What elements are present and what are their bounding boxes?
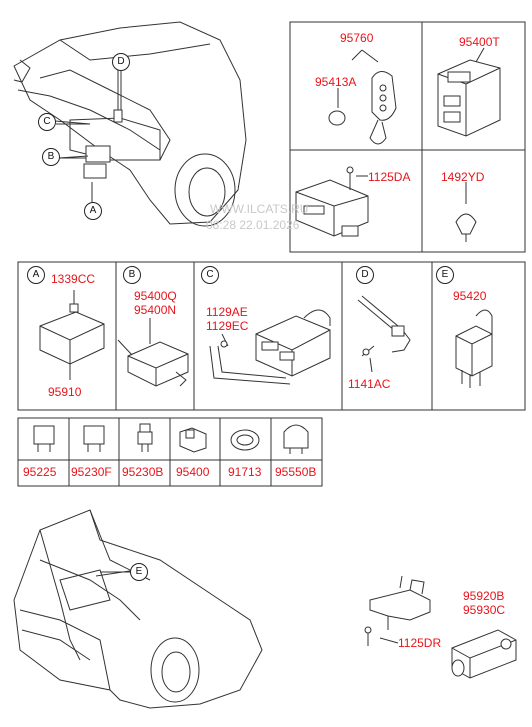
part-1125DR-label[interactable]: 1125DR xyxy=(398,636,442,650)
sensor-1141AC-illustration xyxy=(357,295,411,373)
module-95400T-illustration xyxy=(437,47,501,137)
relay-95225-illustration xyxy=(33,425,55,452)
callout-b[interactable]: B xyxy=(42,148,60,166)
part-95230B-label[interactable]: 95230B xyxy=(122,465,164,479)
part-1339CC-label[interactable]: 1339CC xyxy=(51,272,96,286)
relay-95230B-illustration xyxy=(137,423,153,452)
car-rear-bottom-illustration xyxy=(13,509,263,709)
watermark-line2: 08:28 22.01.2026 xyxy=(206,218,300,232)
section-callout-d: D xyxy=(356,266,374,284)
p1125dr-leader xyxy=(379,637,399,644)
section-callout-c: C xyxy=(201,266,219,284)
callout-c[interactable]: C xyxy=(38,113,56,131)
callout-a[interactable]: A xyxy=(84,202,102,220)
part-95400N-label[interactable]: 95400N xyxy=(134,303,177,317)
callout-e-leader xyxy=(95,570,131,577)
callout-b-leader xyxy=(58,155,89,159)
section-callout-a: A xyxy=(27,266,45,284)
part-95760-label[interactable]: 95760 xyxy=(340,31,374,45)
clip-1492YD-illustration xyxy=(455,182,477,242)
module-95400Q-illustration xyxy=(127,318,189,387)
bracket-1125DR-illustration xyxy=(364,575,431,646)
part-1141AC-label[interactable]: 1141AC xyxy=(348,377,391,391)
remote-key-illustration xyxy=(328,49,397,145)
part-95930C-label[interactable]: 95930C xyxy=(463,603,506,617)
relay-95230F-illustration xyxy=(83,425,105,452)
section-callout-b: B xyxy=(123,266,141,284)
part-95920B-label[interactable]: 95920B xyxy=(463,589,505,603)
module-95910-illustration xyxy=(39,290,105,380)
module-1129-illustration xyxy=(209,309,331,385)
part-95225-label[interactable]: 95225 xyxy=(23,465,57,479)
part-95910-label[interactable]: 95910 xyxy=(48,385,82,399)
part-95420-label[interactable]: 95420 xyxy=(453,289,487,303)
part-1125DA-label[interactable]: 1125DA xyxy=(368,170,411,184)
part-95550B-label[interactable]: 95550B xyxy=(275,465,317,479)
part-91713-label[interactable]: 91713 xyxy=(228,465,262,479)
module-1125DA-illustration xyxy=(295,166,369,237)
part-95400-label[interactable]: 95400 xyxy=(176,465,210,479)
callout-d[interactable]: D xyxy=(112,53,130,71)
part-95413A-label[interactable]: 95413A xyxy=(315,75,357,89)
relay-95400-illustration xyxy=(179,427,207,453)
part-1129AE-label[interactable]: 1129AE xyxy=(206,305,248,319)
section-callout-e: E xyxy=(436,266,454,284)
relay-95420-illustration xyxy=(455,309,493,388)
callout-c-leader xyxy=(54,120,91,125)
grommet-91713-illustration xyxy=(230,429,260,451)
part-1129EC-label[interactable]: 1129EC xyxy=(206,319,249,333)
part-95400Q-label[interactable]: 95400Q xyxy=(134,289,177,303)
callout-e[interactable]: E xyxy=(130,563,148,581)
part-95400T-label[interactable]: 95400T xyxy=(459,35,500,49)
watermark-line1: WWW.ILCATS.RU xyxy=(210,202,309,216)
part-95230F-label[interactable]: 95230F xyxy=(71,465,112,479)
relay-95550B-illustration xyxy=(283,424,309,454)
part-1492YD-label[interactable]: 1492YD xyxy=(441,170,485,184)
sensor-95920B-illustration xyxy=(451,629,517,679)
